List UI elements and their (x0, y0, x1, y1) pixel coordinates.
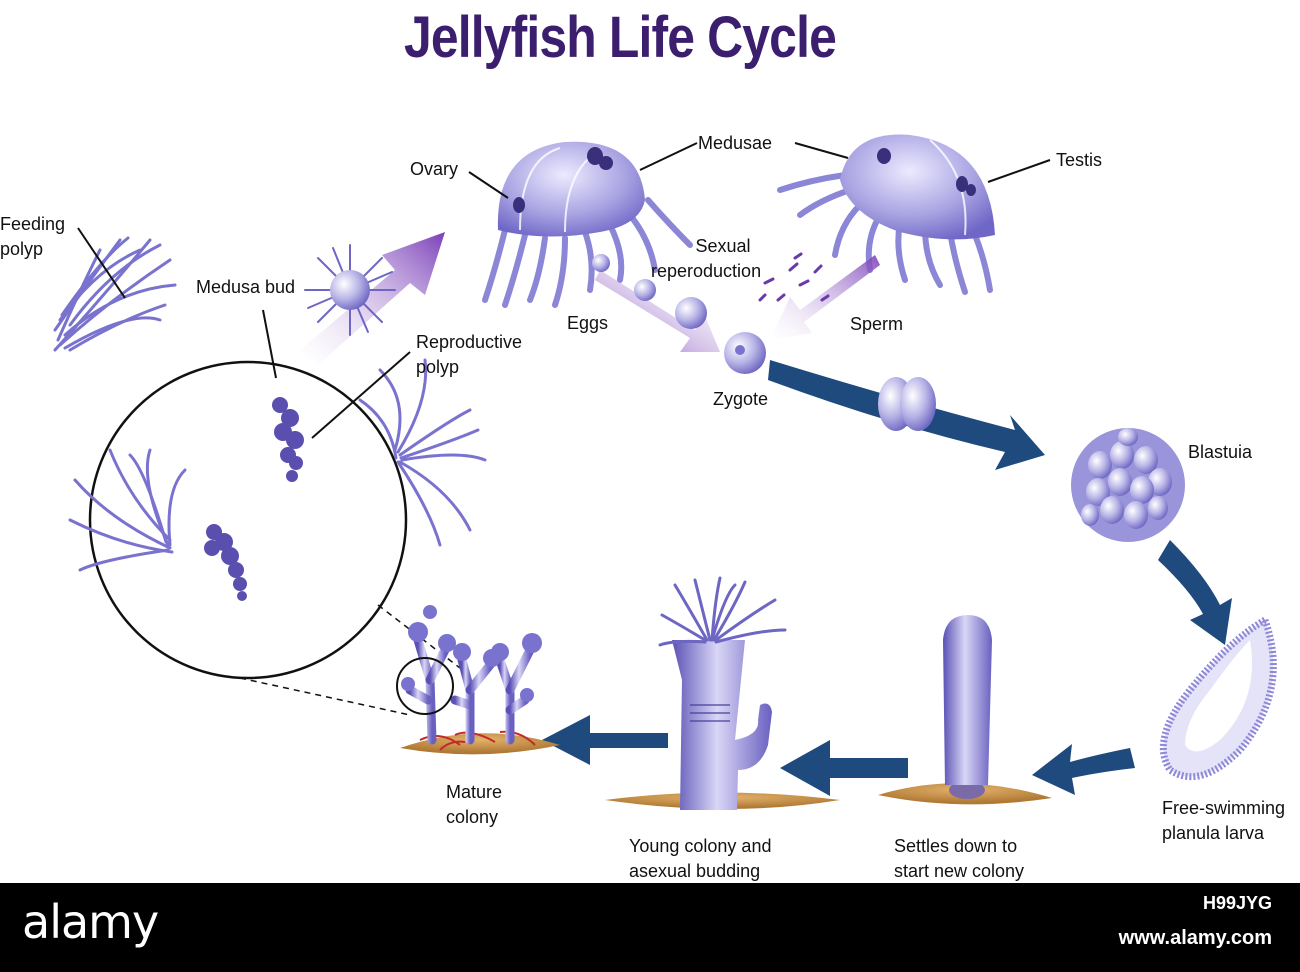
label-zygote: Zygote (713, 389, 769, 409)
magnified-polyp-view (68, 227, 487, 716)
label-medusae: Medusae (698, 133, 773, 153)
label-mature-colony-line2: colony (446, 807, 499, 827)
label-reproductive-polyp: Reproductive polyp (416, 330, 522, 380)
label-feeding-polyp: Feeding polyp (0, 212, 65, 262)
label-reproductive-polyp-line2: polyp (416, 357, 460, 377)
label-reproductive-polyp-line1: Reproductive (416, 332, 523, 352)
two-cell-stage (878, 377, 936, 431)
young-colony-illustration (605, 576, 840, 810)
female-medusa-illustration (468, 141, 698, 308)
label-testis: Testis (1056, 150, 1103, 170)
label-sexual-reproduction: Sexual reperoduction (651, 234, 761, 284)
fertilization-illustration (592, 252, 880, 374)
feeding-polyp-illustration (53, 236, 177, 352)
planula-larva-illustration (1159, 614, 1277, 781)
label-planula-larva: Free-swimming planula larva (1162, 796, 1285, 846)
label-eggs: Eggs (567, 313, 609, 333)
label-blastula: Blastuia (1188, 442, 1253, 462)
brand-logo: alamy (22, 895, 159, 949)
blastula-illustration (1071, 428, 1185, 542)
label-ovary: Ovary (410, 159, 459, 179)
watermark-footer: alamy H99JYG www.alamy.com (0, 883, 1300, 972)
settling-polyp-illustration (878, 615, 1052, 805)
label-medusa-bud: Medusa bud (196, 277, 296, 297)
label-young-colony: Young colony and asexual budding (629, 834, 771, 884)
label-settles-line1: Settles down to (894, 836, 1018, 856)
mature-colony-illustration (396, 605, 560, 755)
male-medusa-illustration (777, 134, 1051, 295)
label-young-colony-line2: asexual budding (629, 861, 761, 881)
label-settles-down: Settles down to start new colony (894, 834, 1024, 884)
label-settles-line2: start new colony (894, 861, 1025, 881)
label-young-colony-line1: Young colony and (629, 836, 772, 856)
site-url: www.alamy.com (1118, 927, 1272, 949)
label-planula-line2: planula larva (1162, 823, 1265, 843)
label-mature-colony: Mature colony (446, 780, 502, 830)
label-sperm: Sperm (850, 314, 904, 334)
label-sexual-reproduction-line1: Sexual (695, 236, 751, 256)
medusa-bud-illustration (300, 232, 445, 365)
label-sexual-reproduction-line2: reperoduction (651, 261, 762, 281)
page-title: Jellyfish Life Cycle (404, 5, 837, 70)
label-mature-colony-line1: Mature (446, 782, 503, 802)
label-planula-line1: Free-swimming (1162, 798, 1286, 818)
label-feeding-polyp-line2: polyp (0, 239, 44, 259)
image-id: H99JYG (1202, 893, 1272, 913)
label-feeding-polyp-line1: Feeding (0, 214, 66, 234)
